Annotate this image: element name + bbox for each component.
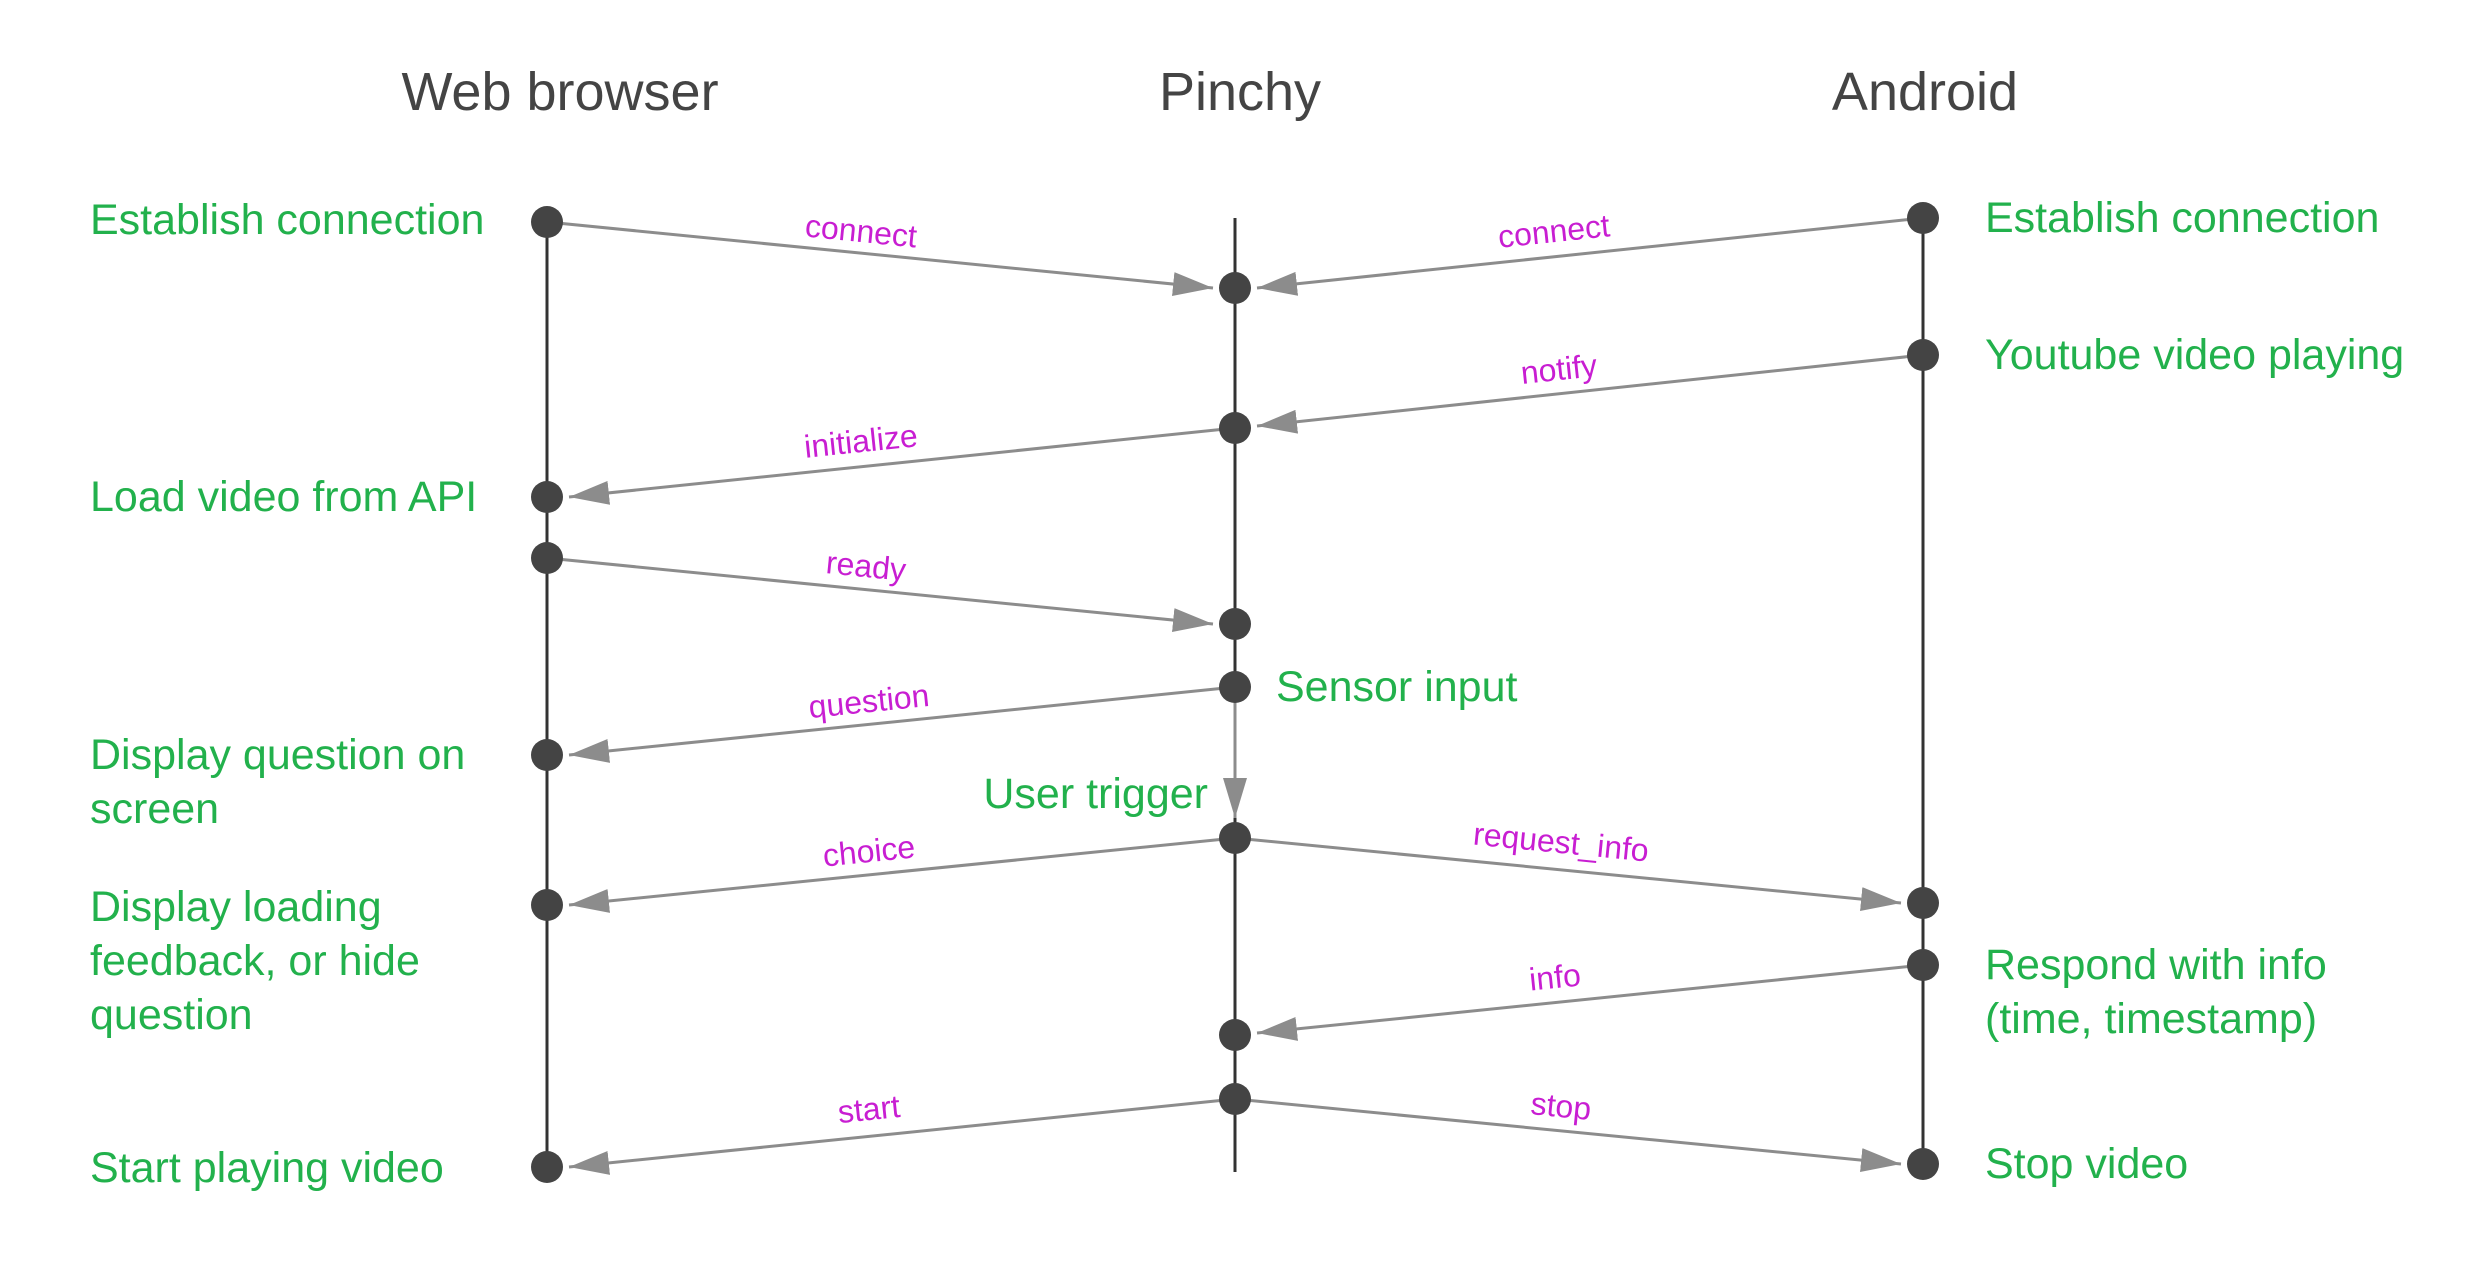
pinchy-node-start-stop [1219,1083,1251,1115]
msg-start: start [836,1088,902,1130]
android-node-establish [1907,202,1939,234]
arrow-choice [568,836,1236,913]
browser-node-question [531,739,563,771]
android-event-establish: Establish connection [1985,194,2379,242]
header-web-browser: Web browser [401,62,718,122]
msg-notify: notify [1519,347,1599,391]
android-node-youtube [1907,339,1939,371]
arrow-connect-android [1256,216,1924,296]
msg-choice: choice [821,829,917,874]
pinchy-node-connect [1219,272,1251,304]
arrow-notify [1256,353,1924,434]
browser-event-loading-line2: feedback, or hide [90,937,420,985]
msg-ready: ready [824,544,907,588]
arrow-request-info [1234,836,1902,912]
browser-event-loading-line3: question [90,991,253,1039]
pinchy-node-ready [1219,608,1251,640]
msg-connect-browser: connect [804,208,919,255]
browser-event-question-line2: screen [90,785,219,833]
msg-info: info [1527,957,1582,998]
browser-node-loading [531,889,563,921]
arrow-initialize [568,426,1236,505]
msg-request-info: request_info [1472,816,1651,869]
browser-node-load-video [531,481,563,513]
browser-event-question-line1: Display question on [90,731,465,779]
browser-node-establish [531,206,563,238]
pinchy-node-sensor [1219,671,1251,703]
arrow-stop [1234,1097,1902,1173]
browser-event-start: Start playing video [90,1144,444,1192]
android-node-request [1907,887,1939,919]
android-event-respond-line1: Respond with info [1985,941,2327,989]
browser-event-load-video: Load video from API [90,473,477,521]
msg-question: question [807,677,931,725]
arrow-start [568,1097,1236,1175]
android-event-youtube: Youtube video playing [1985,331,2404,379]
header-pinchy: Pinchy [1159,62,1321,122]
msg-initialize: initialize [802,417,919,465]
browser-event-establish: Establish connection [90,196,484,244]
browser-event-loading-line1: Display loading [90,883,382,931]
browser-node-ready [531,542,563,574]
android-event-respond-line2: (time, timestamp) [1985,995,2317,1043]
arrow-connect-browser [546,220,1214,296]
pinchy-node-notify [1219,412,1251,444]
android-node-stop [1907,1148,1939,1180]
msg-stop: stop [1529,1085,1593,1127]
pinchy-event-sensor: Sensor input [1276,663,1517,711]
pinchy-node-info [1219,1019,1251,1051]
arrow-ready [546,556,1214,632]
pinchy-node-trigger [1219,822,1251,854]
header-android: Android [1832,62,2018,122]
arrow-question [568,685,1236,763]
pinchy-event-trigger: User trigger [983,770,1208,818]
msg-connect-android: connect [1496,207,1611,255]
browser-node-start [531,1151,563,1183]
android-node-respond [1907,949,1939,981]
arrow-info [1256,963,1924,1041]
android-event-stop: Stop video [1985,1140,2188,1188]
